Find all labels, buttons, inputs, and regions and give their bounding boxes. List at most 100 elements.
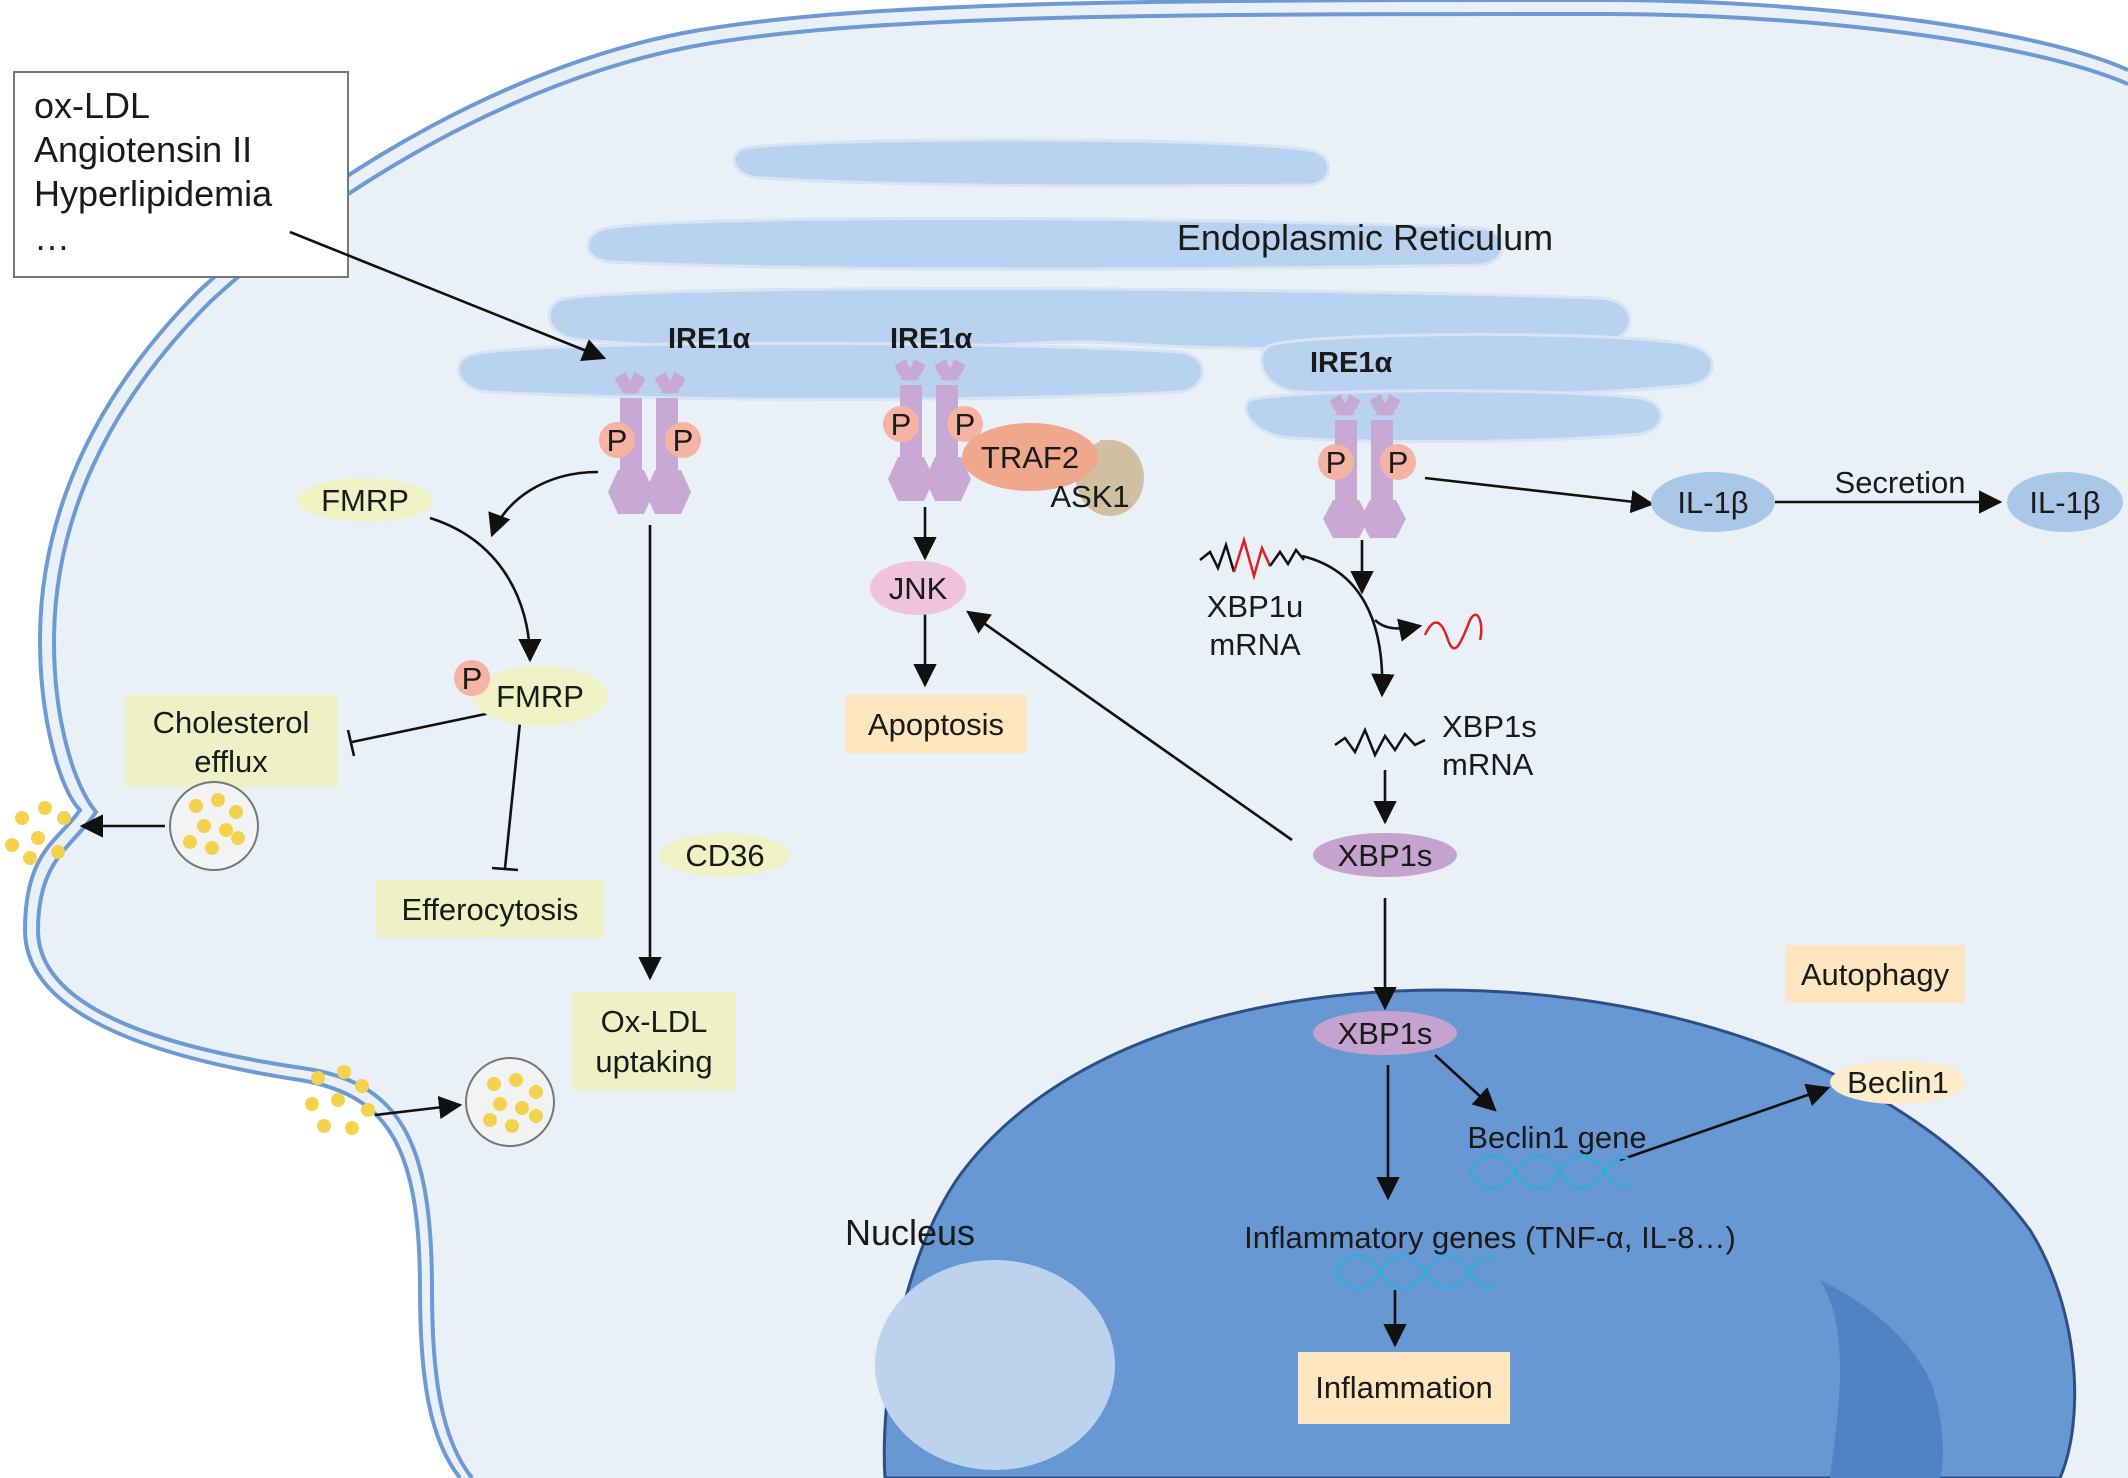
arrow-intron-removed [1374, 618, 1423, 642]
ire1-label-left: IRE1α [668, 323, 750, 355]
inhibit-efferocytosis [503, 721, 522, 869]
phospho-label: P [1326, 445, 1347, 480]
xbp1u-label-1: XBP1u [1207, 589, 1304, 624]
traf2-label: TRAF2 [981, 440, 1079, 475]
fmrp-node [297, 478, 433, 522]
ire1-receptor-right: IRE1α P P [1310, 347, 1416, 538]
inhibit-cholesterol-efflux-bar [346, 729, 356, 757]
xbp1s-mrna-label-2: mRNA [1442, 747, 1534, 782]
cell-membrane-inner [35, 11, 2128, 1478]
phospho-mid-b [947, 406, 983, 442]
autophagy-box [1785, 945, 1965, 1003]
xbp1s-mrna-label-1: XBP1s [1442, 709, 1537, 744]
cd36-node [659, 833, 791, 877]
phospho-label: P [673, 423, 694, 458]
stimulus-oxldl: ox-LDL [34, 85, 150, 126]
autophagy-label: Autophagy [1801, 957, 1950, 992]
beclin1-label: Beclin1 [1847, 1065, 1949, 1100]
arrow-xbp1s-to-jnk [966, 610, 1293, 842]
lipid-vesicles [5, 781, 555, 1147]
fmrp-phospho-node [472, 666, 608, 726]
intron-fragment [1423, 613, 1483, 650]
right-pathway: XBP1u mRNA XBP1s mRNA XBP1s IL-1β Secret… [1199, 465, 2123, 1424]
nucleus [875, 988, 2077, 1478]
phospho-label: P [607, 423, 628, 458]
stimulus-ellipsis: … [34, 217, 70, 258]
cholesterol-efflux-box [125, 695, 338, 787]
arrows [79, 230, 2003, 1348]
secretion-label: Secretion [1835, 465, 1966, 500]
stimulus-hyperlipidemia: Hyperlipidemia [34, 173, 273, 214]
apoptosis-label: Apoptosis [868, 707, 1004, 742]
arrow-xbp1u-to-xbp1s [1301, 554, 1395, 698]
xbp1s-cytoplasm-node [1313, 833, 1457, 877]
phospho-mid-a [883, 406, 919, 442]
apoptosis-box [845, 695, 1027, 753]
fmrp-phospho-label: FMRP [496, 679, 584, 714]
arrow-xbp1s-to-beclin1-gene [1434, 1054, 1497, 1112]
oxldl-uptaking-box [572, 992, 736, 1090]
xbp1s-cytoplasm-label: XBP1s [1338, 838, 1433, 873]
arrow-beclin1-gene-to-beclin1 [1619, 1083, 1831, 1162]
cd36-label: CD36 [685, 838, 764, 873]
phospho-label: P [891, 407, 912, 442]
inflammation-label: Inflammation [1315, 1370, 1492, 1405]
inflammation-box [1298, 1352, 1510, 1424]
beclin1-gene-label: Beclin1 gene [1467, 1120, 1646, 1155]
arrow-stimuli-to-ire1 [289, 230, 607, 362]
fmrp-label: FMRP [321, 483, 409, 518]
efflux-droplets [5, 801, 71, 865]
left-pathway: FMRP FMRP P Cholesterol efflux Efferocyt… [125, 478, 791, 1090]
er-label: Endoplasmic Reticulum [1177, 217, 1553, 258]
nucleolus [875, 1260, 1115, 1470]
traf2-ask1-complex: TRAF2 ASK1 [962, 423, 1144, 516]
il1b-inside-label: IL-1β [1677, 485, 1748, 520]
oxldl-uptaking-label-1: Ox-LDL [601, 1004, 708, 1039]
phospho-label: P [1388, 445, 1409, 480]
inhibit-cholesterol-efflux [351, 710, 496, 744]
arrow-uptake-in [374, 1095, 463, 1120]
arrow-fmrp-to-pfmrp [429, 516, 542, 663]
il1b-node-outside [2007, 472, 2123, 532]
inflammatory-genes-dna-icon [1333, 1254, 1496, 1290]
middle-pathway: JNK Apoptosis [845, 561, 1027, 753]
traf2-node [962, 423, 1098, 491]
uptake-vesicle [465, 1057, 555, 1147]
arrow-ire1-to-il1b [1424, 476, 1655, 514]
nucleus-label: Nucleus [845, 1212, 975, 1253]
il1b-outside-label: IL-1β [2029, 485, 2100, 520]
ire1-receptor-middle: IRE1α P P [883, 323, 983, 501]
phospho-right-b [1380, 444, 1416, 480]
cell-membrane-outer [22, 0, 2128, 1478]
stimulus-angiotensin: Angiotensin II [34, 129, 252, 170]
beclin1-gene-dna-icon [1468, 1154, 1631, 1190]
ire1-label-middle: IRE1α [890, 323, 972, 355]
il1b-node-inside [1651, 472, 1775, 532]
phospho-right-a [1318, 444, 1354, 480]
jnk-node [870, 561, 966, 615]
stimuli-box: ox-LDL Angiotensin II Hyperlipidemia … [13, 71, 349, 278]
inflammatory-genes-label: Inflammatory genes (TNF-α, IL-8…) [1244, 1220, 1736, 1255]
phospho-label: P [955, 407, 976, 442]
ask1-label: ASK1 [1050, 479, 1129, 514]
jnk-label: JNK [889, 571, 948, 606]
oxldl-uptaking-label-2: uptaking [595, 1044, 712, 1079]
cholesterol-efflux-label-2: efflux [194, 744, 268, 779]
arrow-ire1-to-fmrp [488, 470, 599, 538]
xbp1s-mrna-strand [1334, 726, 1426, 758]
ire1-label-right: IRE1α [1310, 347, 1392, 379]
inhibit-efferocytosis-bar [491, 866, 519, 872]
phospho-left-a [599, 422, 635, 458]
xbp1u-label-2: mRNA [1209, 627, 1301, 662]
efferocytosis-label: Efferocytosis [402, 892, 579, 927]
xbp1u-mrna-strand [1199, 540, 1236, 573]
cholesterol-efflux-label-1: Cholesterol [153, 705, 310, 740]
ire1-receptor-left: IRE1α P P [599, 323, 750, 514]
fmrp-p-label: P [462, 661, 483, 696]
xbp1s-nucleus-node [1313, 1011, 1457, 1055]
fmrp-phospho-p [454, 660, 490, 696]
efferocytosis-box [376, 880, 604, 938]
beclin1-node [1830, 1060, 1966, 1104]
phospho-left-b [665, 422, 701, 458]
